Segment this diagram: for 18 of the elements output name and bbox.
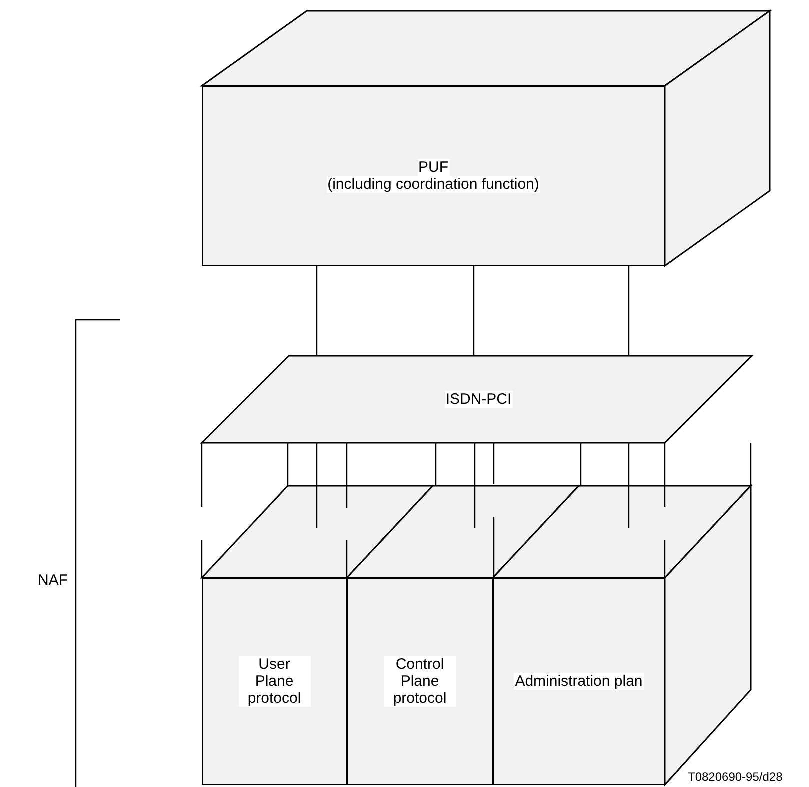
block-title: Control Plane protocol (384, 656, 456, 707)
connector-line (316, 443, 318, 528)
figure-code: T0820690-95/d28 (688, 770, 783, 784)
block-title: Administration plan (514, 673, 644, 690)
block-title: ISDN-PCI (444, 391, 513, 408)
plane-block (347, 578, 493, 785)
connector-line (473, 266, 475, 356)
connector-line (316, 266, 318, 356)
block-subtitle: (including coordination function) (326, 176, 540, 193)
connector-line (474, 443, 476, 528)
bracket-label: NAF (38, 572, 68, 589)
block-title: User Plane protocol (238, 656, 310, 707)
connector-line (628, 443, 630, 528)
connector-line (628, 266, 630, 356)
plane-block (493, 578, 665, 785)
interface-plate (202, 356, 752, 443)
block-title: PUF (418, 159, 450, 176)
plane-block (202, 578, 347, 785)
